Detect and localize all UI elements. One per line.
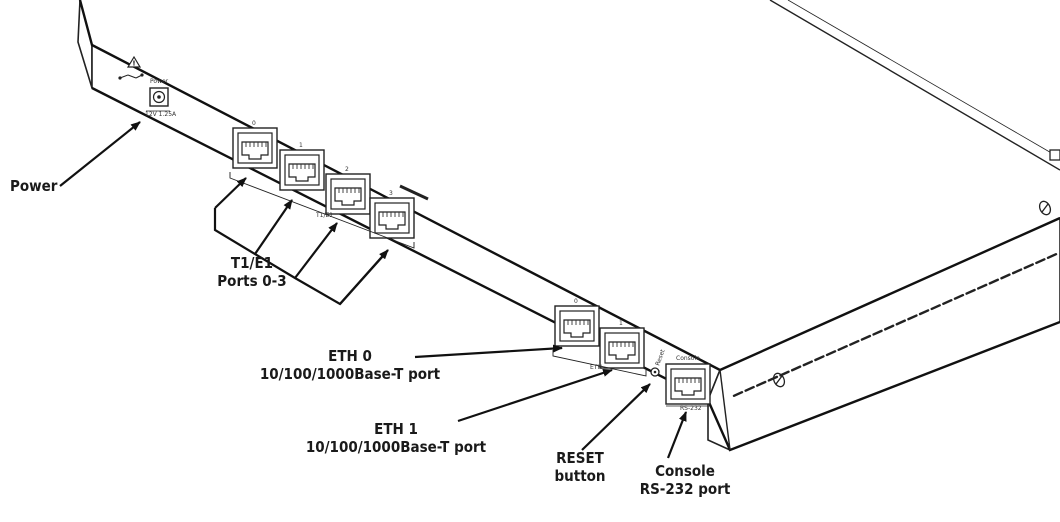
t1e1-label: T1/E1 Ports 0-3: [196, 254, 308, 290]
console-rj45: [665, 363, 711, 405]
eth-number-1: 1: [619, 320, 623, 327]
eth-group-label: ETH: [590, 364, 602, 371]
panel-console-text: Console: [676, 355, 700, 362]
chassis: [77, 0, 1060, 452]
power-arrow: [59, 121, 141, 187]
t1-arrow-2: [294, 222, 338, 279]
eth1-label-line2: 10/100/1000Base-T port: [305, 438, 487, 456]
vent-slot: [953, 293, 965, 300]
vent-slot: [918, 309, 930, 316]
panel-power-text: Power: [150, 78, 169, 85]
t1-arrow-1: [254, 199, 293, 255]
eth0-arrow: [414, 344, 563, 359]
vent-slot: [895, 319, 907, 326]
vent-slot: [965, 288, 976, 295]
eth1-arrow: [457, 368, 613, 423]
screw-holes: [772, 149, 1060, 388]
vent-slot: [732, 391, 744, 397]
vent-slot: [883, 324, 895, 331]
vent-slot: [756, 380, 767, 387]
t1-port-0: [232, 127, 278, 169]
vent-slot: [1023, 263, 1034, 270]
vent-slot: [988, 278, 1000, 285]
panel-power-rating: 12V 1.25A: [145, 111, 177, 118]
power-label: Power: [10, 177, 58, 195]
callout-arrows: [59, 121, 688, 459]
reset-label-line2: button: [554, 467, 606, 485]
console-port: Console RS-232: [665, 355, 711, 412]
panel-console-sub: RS-232: [680, 405, 702, 412]
vent-slot: [860, 334, 872, 341]
t1-number-1: 1: [299, 142, 303, 149]
console-arrow: [666, 411, 688, 459]
t1-arrow-0: [214, 177, 247, 209]
vent-slot: [872, 329, 883, 336]
console-label-line2: RS-232 port: [639, 480, 731, 498]
t1-port-1: [279, 149, 325, 191]
vent-slot: [814, 355, 825, 362]
vent-slot: [930, 304, 941, 311]
vent-slot: [1000, 273, 1011, 280]
vent-slot: [977, 283, 988, 290]
t1-number-2: 2: [345, 166, 349, 173]
t1-e1-ports: 0 1 2 3 T1/E1: [229, 120, 415, 249]
vent-slot: [849, 339, 860, 346]
t1-port-2: [325, 173, 371, 215]
eth1-label-line1: ETH 1: [374, 420, 418, 438]
eth-number-0: 0: [574, 298, 578, 305]
vent-slot: [744, 385, 755, 392]
eth1-label: ETH 1 10/100/1000Base-T port: [296, 420, 496, 456]
console-label-line1: Console: [655, 462, 715, 480]
t1-number-3: 3: [389, 190, 393, 197]
vent-slot: [837, 345, 848, 351]
vent-slot: [825, 350, 837, 357]
vent-slot: [1011, 268, 1023, 275]
vent-slot: [802, 360, 813, 367]
t1-arrow-3: [339, 249, 389, 305]
vent-slot: [767, 375, 779, 382]
eth0-label-line2: 10/100/1000Base-T port: [259, 365, 441, 383]
vent-slot: [907, 314, 918, 321]
vent-slot: [942, 299, 953, 305]
t1e1-label-line2: Ports 0-3: [217, 272, 287, 290]
reset-label: RESET button: [535, 449, 625, 485]
vent-slot: [1046, 252, 1058, 259]
t1-number-0: 0: [252, 120, 256, 127]
power-section: ! Power 12V 1.25A: [118, 55, 177, 118]
t1e1-label-line1: T1/E1: [230, 254, 274, 272]
svg-text:!: !: [132, 60, 135, 68]
eth0-label: ETH 0 10/100/1000Base-T port: [250, 347, 450, 383]
eth0-label-line1: ETH 0: [328, 347, 372, 365]
eth-ports: 0 1 ETH: [552, 298, 647, 377]
t1-group-label: T1/E1: [315, 212, 333, 219]
side-vents: [732, 252, 1058, 397]
console-label: Console RS-232 port: [630, 462, 740, 498]
warning-icon: [126, 55, 142, 68]
reset-arrow: [581, 383, 651, 451]
reset-label-line1: RESET: [556, 449, 604, 467]
t1-port-3: [369, 197, 415, 239]
eth-port-1: [599, 327, 645, 369]
vent-slot: [1035, 258, 1046, 265]
eth-port-0: [554, 305, 600, 347]
vent-slot: [790, 365, 802, 372]
